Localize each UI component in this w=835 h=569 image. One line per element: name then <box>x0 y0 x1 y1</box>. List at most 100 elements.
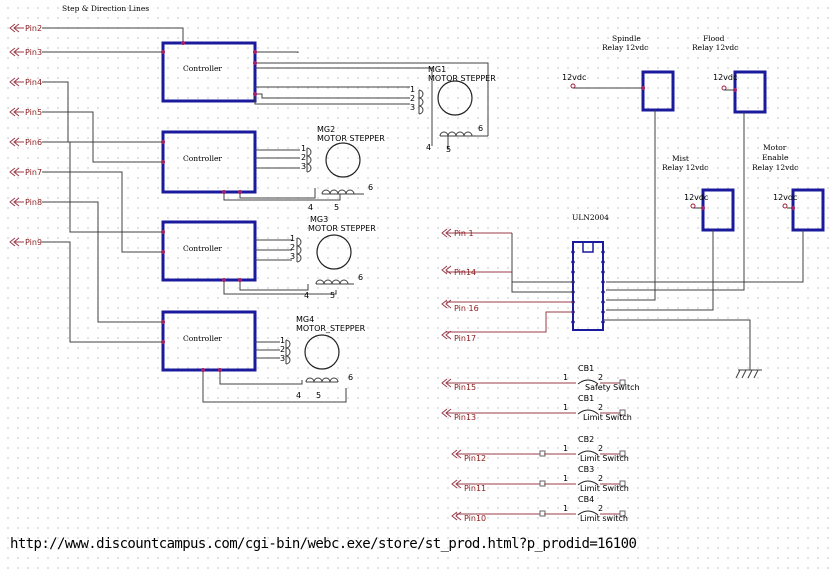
pin-connector-pin5: Pin5 <box>9 107 42 117</box>
switch-pin-2: 2 <box>598 474 603 483</box>
relay-name-line2: Enable <box>762 153 789 162</box>
source-url: http://www.discountcampus.com/cgi-bin/we… <box>10 536 637 552</box>
switch-pin-2: 2 <box>598 403 603 412</box>
motor-pin-5: 5 <box>446 145 451 154</box>
pin-label: Pin7 <box>25 168 42 177</box>
pin-connector-pin3: Pin3 <box>9 47 42 57</box>
motor-pin-1: 1 <box>410 85 415 94</box>
controller-1: Controller <box>161 41 489 136</box>
pin-connector-pin17: Pin17 <box>441 311 573 343</box>
motor-type: MOTOR STEPPER <box>308 224 376 233</box>
pin-connector-pin9: Pin9 <box>9 237 42 247</box>
motor-type: MOTOR STEPPER <box>317 134 385 143</box>
pin-connector-pin4: Pin4 <box>9 77 42 87</box>
motor-pin-2: 2 <box>410 94 415 103</box>
switch-cb4-limit: Pin10 CB4 Limit switch 1 2 <box>451 495 628 523</box>
switch-ref: CB3 <box>578 465 594 474</box>
motor-pin-4: 4 <box>308 203 313 212</box>
pin-label: Pin8 <box>25 198 42 207</box>
ic-label: ULN2004 <box>572 213 609 222</box>
pin-label: Pin6 <box>25 138 42 147</box>
right-pin-connectors: Pin 1 Pin14 Pin 16 Pin17 <box>441 228 573 343</box>
motor-ref: MG1 <box>428 65 446 74</box>
controller-label: Controller <box>183 334 222 343</box>
pin-connector-pin6: Pin6 <box>9 137 42 147</box>
diagram-title: Step & Direction Lines <box>62 4 149 13</box>
pin-label: Pin 16 <box>454 304 479 313</box>
motor-pin-2: 2 <box>280 345 285 354</box>
pin-label: Pin14 <box>454 268 476 277</box>
pin-label: Pin17 <box>454 334 476 343</box>
motor-type: MOTOR STEPPER <box>428 74 496 83</box>
switch-pin-1: 1 <box>563 444 568 453</box>
pin-connector-pin14: Pin14 <box>441 265 573 293</box>
pin-connector-pin7: Pin7 <box>9 167 42 177</box>
switch-name: Limit Switch <box>583 413 632 422</box>
controller-2: Controller <box>161 130 341 201</box>
pin-label: Pin11 <box>464 484 486 493</box>
pin-connector-pin8: Pin8 <box>9 197 42 207</box>
motor-rotor-icon <box>325 142 361 178</box>
relay-name: Flood <box>703 34 725 43</box>
relay-motor-enable: Motor Enable Relay 12vdc 12vdc <box>606 143 825 283</box>
left-pin-connectors: Pin2 Pin3 Pin4 Pin5 Pin6 Pin7 Pin8 Pin9 <box>9 23 42 247</box>
relay-flood: Flood Relay 12vdc 12vdc <box>606 34 767 291</box>
pin-label: Pin 1 <box>454 229 474 238</box>
motor-mg2: MG2 MOTOR STEPPER 1 2 3 4 5 6 <box>301 125 385 212</box>
motor-pin-1: 1 <box>280 336 285 345</box>
relay-supply: 12vdc <box>773 193 797 202</box>
step-direction-wires <box>42 27 184 343</box>
pin-label: Pin3 <box>25 48 42 57</box>
switch-name: Limit Switch <box>580 484 629 493</box>
switch-ref: CB1 <box>578 364 594 373</box>
switch-pin-2: 2 <box>598 373 603 382</box>
controller-label: Controller <box>183 244 222 253</box>
motor-ref: MG3 <box>310 215 328 224</box>
switch-cb1-safety: Pin15 CB1 Safety Switch 1 2 <box>441 364 640 392</box>
switch-name: Limit Switch <box>580 454 629 463</box>
pin-label: Pin13 <box>454 413 476 422</box>
motor-ref: MG4 <box>296 315 314 324</box>
relay-supply: 12vdc <box>684 193 708 202</box>
relay-supply: 12vdc <box>713 73 737 82</box>
switch-cb2-limit: Pin12 CB2 Limit Switch 1 2 <box>451 435 629 463</box>
motor-pin-3: 3 <box>280 354 285 363</box>
relay-spindle: Spindle Relay 12vdc 12vdc <box>562 34 675 301</box>
switch-ref: CB4 <box>578 495 594 504</box>
motor-type: MOTOR_STEPPER <box>296 324 366 333</box>
switch-pin-1: 1 <box>563 504 568 513</box>
motor-pin-6: 6 <box>368 183 373 192</box>
motor-pin-1: 1 <box>301 144 306 153</box>
switch-pin-1: 1 <box>563 403 568 412</box>
controller-4: Controller <box>161 310 347 403</box>
motor-pin-3: 3 <box>301 162 306 171</box>
motor-mg1: MG1 MOTOR STEPPER 1 2 3 4 5 6 <box>410 65 496 154</box>
controller-label: Controller <box>183 64 222 73</box>
switch-ref: CB2 <box>578 435 594 444</box>
motor-mg4: MG4 MOTOR_STEPPER 1 2 3 4 5 6 <box>280 315 366 400</box>
motor-pin-2: 2 <box>290 243 295 252</box>
motor-pin-6: 6 <box>358 273 363 282</box>
motor-pin-6: 6 <box>478 124 483 133</box>
motor-rotor-icon <box>437 80 473 116</box>
motor-mg3: MG3 MOTOR STEPPER 1 2 3 4 5 6 <box>290 215 376 300</box>
pin-label: Pin15 <box>454 383 476 392</box>
motor-pin-5: 5 <box>330 291 335 300</box>
relay-name: Spindle <box>612 34 641 43</box>
switch-pin-1: 1 <box>563 474 568 483</box>
switch-pin-1: 1 <box>563 373 568 382</box>
motor-rotor-icon <box>316 234 352 270</box>
motor-pin-5: 5 <box>334 203 339 212</box>
pin-label: Pin10 <box>464 514 486 523</box>
switch-name: Limit switch <box>580 514 628 523</box>
motor-pin-4: 4 <box>304 291 309 300</box>
relay-mist: Mist Relay 12vdc 12vdc <box>606 154 735 311</box>
pin-label: Pin4 <box>25 78 42 87</box>
pin-label: Pin5 <box>25 108 42 117</box>
relay-supply: 12vdc <box>562 73 586 82</box>
pin-label: Pin9 <box>25 238 42 247</box>
motor-pin-3: 3 <box>290 252 295 261</box>
motor-ref: MG2 <box>317 125 335 134</box>
